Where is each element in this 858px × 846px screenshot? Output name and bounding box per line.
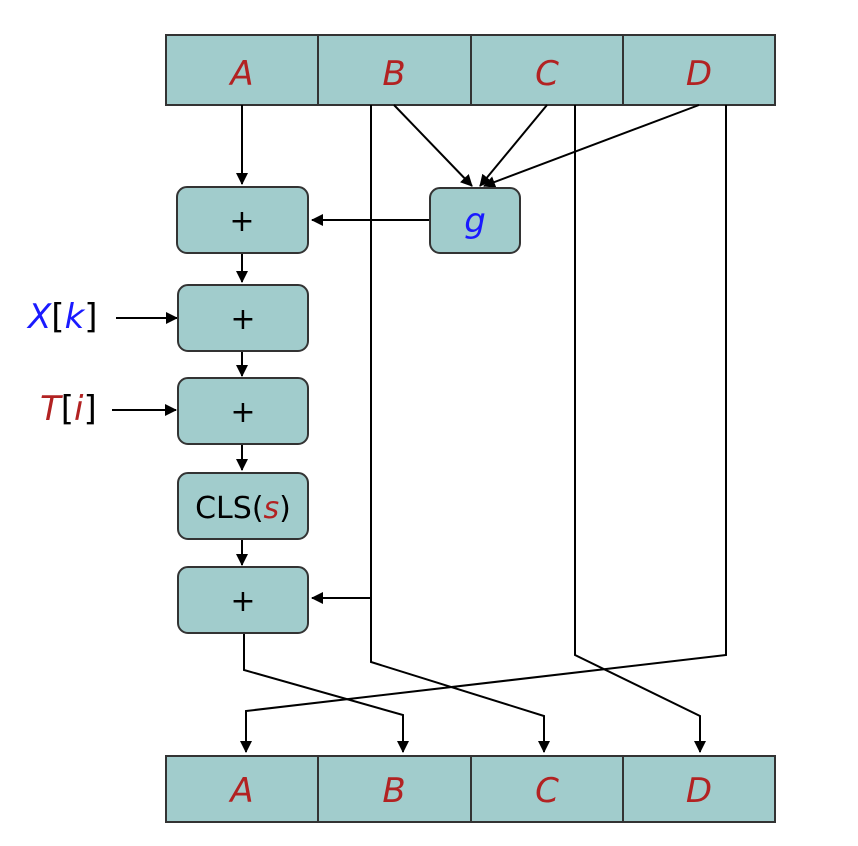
wire-b-long (370, 105, 550, 753)
function-g-box: g (429, 187, 521, 254)
wire-c-long (574, 105, 706, 753)
input-register-row: A B C D (165, 34, 776, 106)
message-input-close: ] (84, 297, 97, 337)
output-register-d: D (622, 755, 776, 823)
adder-3-label: + (230, 395, 255, 430)
shift-box: CLS(s) (177, 472, 309, 540)
wire-d-to-g (483, 104, 700, 188)
wire-b-to-g (393, 104, 473, 187)
constant-input-close: ] (84, 389, 97, 429)
adder-2-label: + (230, 302, 255, 337)
output-register-a: A (165, 755, 319, 823)
output-register-a-label: A (228, 771, 253, 811)
input-register-c: C (470, 34, 624, 106)
shift-label: CLS(s) (195, 491, 291, 526)
constant-input-label: T[i] (40, 389, 97, 429)
shift-label-var: s (264, 491, 280, 526)
adder-1-label: + (229, 204, 254, 239)
shift-label-suffix: ) (279, 491, 291, 526)
constant-input-index: i (74, 389, 84, 429)
input-register-c-label: C (535, 54, 559, 94)
message-input-index: k (65, 297, 86, 337)
output-register-d-label: D (686, 771, 712, 811)
wire-d-long (240, 105, 727, 753)
output-register-c-label: C (535, 771, 559, 811)
message-input-name: X (26, 297, 52, 337)
output-register-b: B (317, 755, 472, 823)
input-register-d: D (622, 34, 776, 106)
input-register-a: A (165, 34, 319, 106)
message-input-label: X[k] (26, 297, 98, 337)
output-register-row: A B C D (165, 755, 776, 823)
input-register-d-label: D (686, 54, 712, 94)
input-register-a-label: A (228, 54, 253, 94)
function-g-label: g (464, 201, 486, 241)
adder-box-2: + (177, 284, 309, 352)
constant-input-open: [ (61, 389, 74, 429)
constant-input-name: T (40, 389, 63, 429)
input-register-b-label: B (382, 54, 405, 94)
output-register-c: C (470, 755, 624, 823)
adder-box-4: + (177, 566, 309, 634)
shift-label-prefix: CLS( (195, 491, 263, 526)
adder-box-1: + (176, 186, 309, 254)
output-register-b-label: B (382, 771, 405, 811)
wires (112, 104, 727, 753)
wire-adder-4-to-output-b (243, 632, 409, 753)
message-input-open: [ (51, 297, 64, 337)
wire-c-to-g (479, 104, 548, 187)
adder-4-label: + (230, 584, 255, 619)
input-register-b: B (317, 34, 472, 106)
adder-box-3: + (177, 377, 309, 445)
